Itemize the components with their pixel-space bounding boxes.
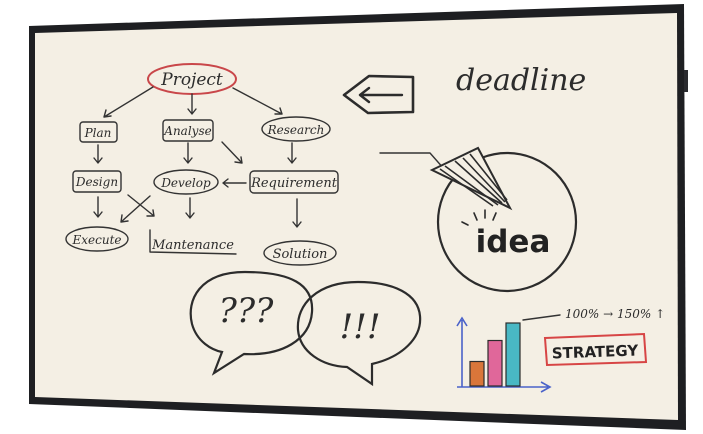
solution-oval <box>263 240 337 266</box>
design-label: Design <box>75 175 118 189</box>
strategy-box <box>543 332 648 367</box>
bubble-right-text: !!! <box>340 307 381 347</box>
idea-label: idea <box>476 224 551 260</box>
growth-bar-2 <box>487 339 503 387</box>
plan-box <box>79 121 118 143</box>
arrow-research-requirement <box>287 142 297 164</box>
arrow-analyse-requirement <box>221 141 243 164</box>
pie-circle <box>436 151 578 293</box>
deadline-inner-arrow <box>358 86 404 104</box>
project-label: Project <box>160 70 223 90</box>
arrow-develop-execute <box>120 195 151 223</box>
deadline-arrow-icon <box>342 74 415 115</box>
execute-oval <box>65 226 129 252</box>
arrow-requirement-solution <box>292 198 302 228</box>
arrow-project-plan <box>103 86 154 118</box>
growth-pointer-line <box>522 314 561 321</box>
growth-bar-3 <box>505 322 521 387</box>
arrow-design-mantenance <box>127 194 155 217</box>
display-screen <box>35 13 678 420</box>
analyse-box <box>162 119 214 142</box>
research-label: Research <box>267 123 325 137</box>
mantenance-underline <box>149 229 237 255</box>
design-box <box>72 170 122 193</box>
execute-label: Execute <box>71 233 121 247</box>
growth-chart: 100% → 150% ↑ STRATEGY <box>456 307 665 393</box>
deadline-label: deadline <box>456 63 586 98</box>
mind-map: Project Plan Analyse Research Design Dev… <box>65 63 339 266</box>
plan-label: Plan <box>84 126 112 140</box>
arrow-project-analyse <box>187 93 197 115</box>
bubble-right <box>296 280 422 387</box>
chart-x-axis <box>457 381 552 393</box>
pie-slice-hatch <box>439 153 508 207</box>
requirement-box <box>249 170 339 194</box>
bubble-left <box>189 270 314 376</box>
arrow-develop-mantenance <box>185 197 195 219</box>
arrow-design-execute <box>93 196 103 218</box>
idea-pie-chart: idea <box>379 146 578 293</box>
mantenance-label: Mantenance <box>151 238 234 253</box>
deadline-note: deadline <box>342 63 586 115</box>
arrow-requirement-develop <box>222 178 247 188</box>
strategy-label: STRATEGY <box>552 341 640 362</box>
arrow-project-research <box>232 87 283 115</box>
speech-bubbles: ??? !!! <box>189 270 422 387</box>
solution-label: Solution <box>273 247 328 262</box>
chart-y-axis <box>456 316 468 387</box>
research-oval <box>261 116 331 142</box>
growth-bar-1 <box>469 360 485 387</box>
develop-label: Develop <box>160 176 211 190</box>
lightbulb-rays-icon <box>461 209 497 226</box>
requirement-label: Requirement <box>250 176 338 191</box>
develop-oval <box>153 169 219 195</box>
arrow-plan-design <box>93 144 103 164</box>
display-side-button <box>684 70 688 92</box>
arrow-analyse-develop <box>183 142 193 164</box>
analyse-label: Analyse <box>163 124 211 138</box>
growth-label: 100% → 150% ↑ <box>565 307 665 321</box>
bubble-left-text: ??? <box>219 291 274 331</box>
